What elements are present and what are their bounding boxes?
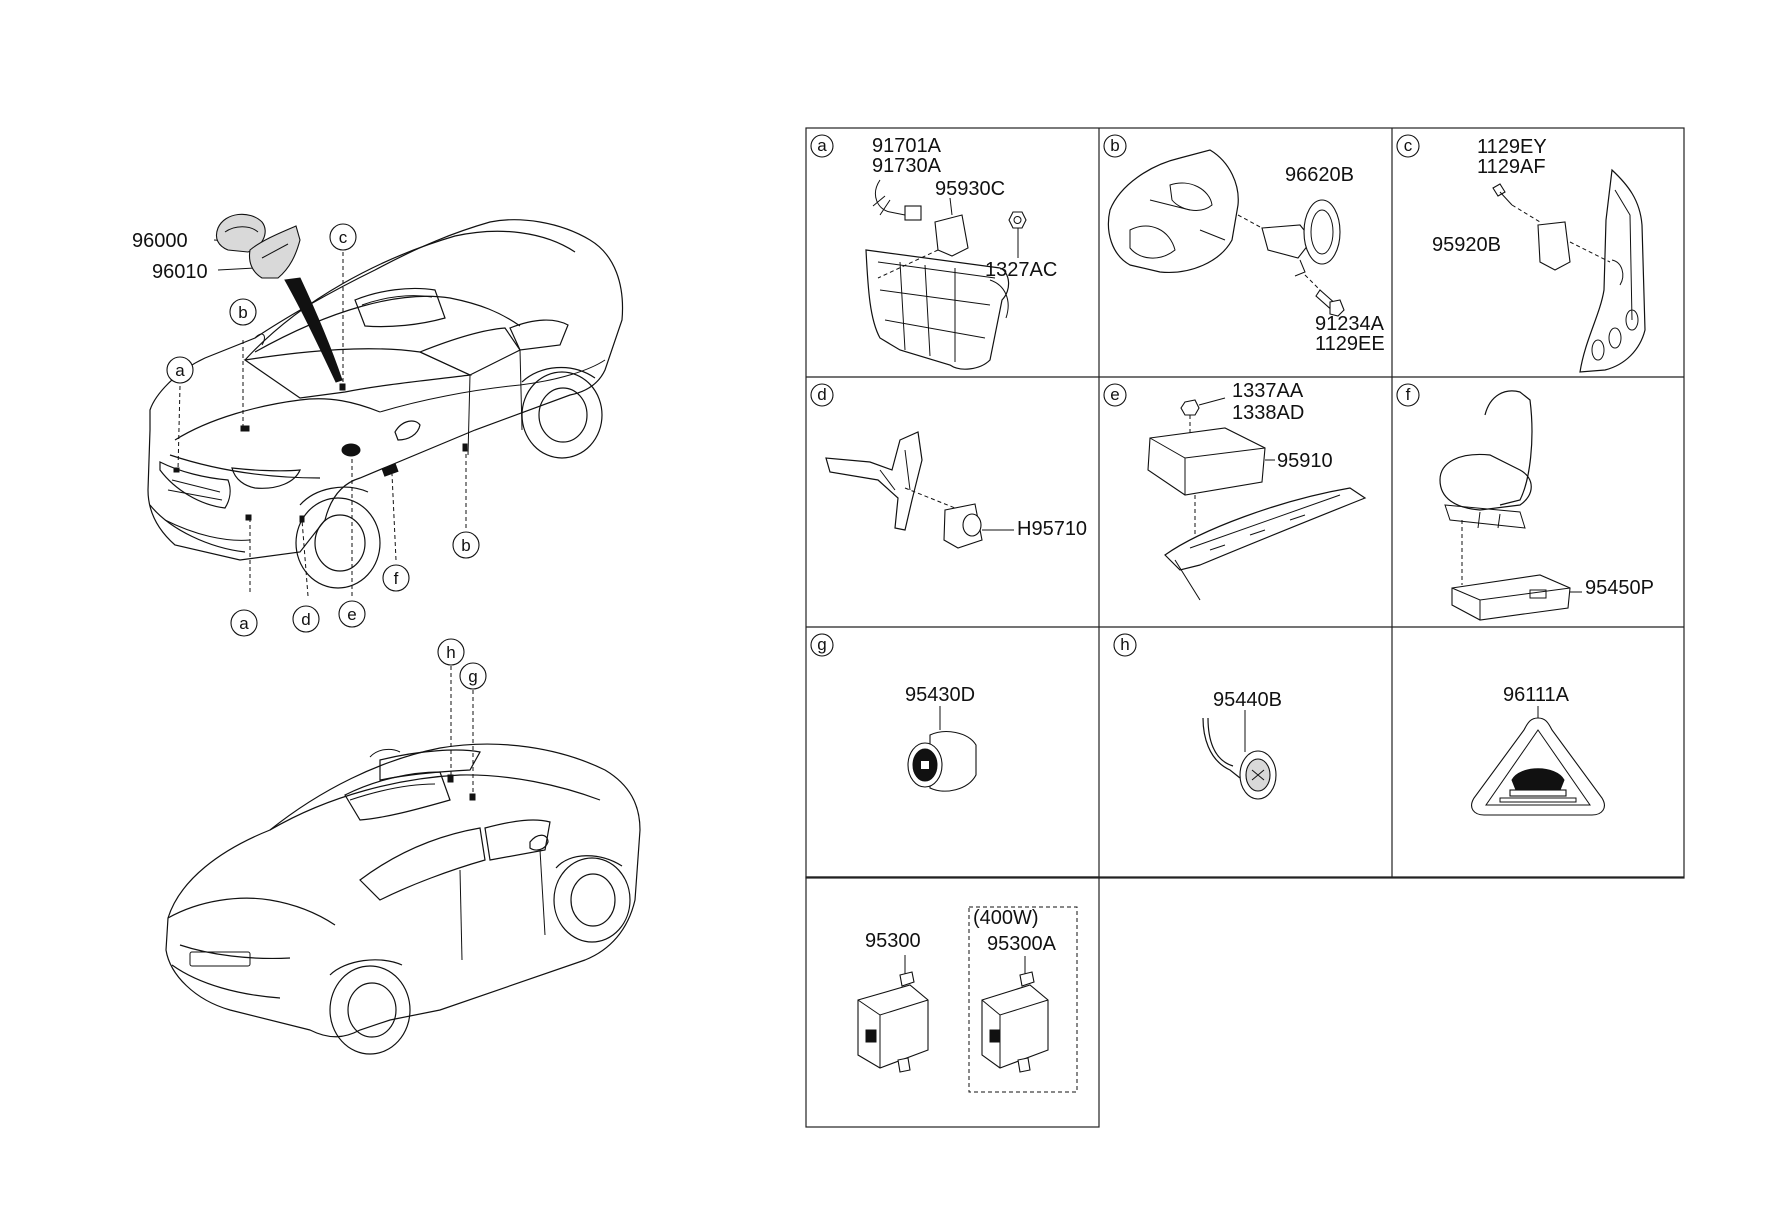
variant-400W: (400W): [973, 907, 1039, 929]
svg-text:a: a: [175, 361, 185, 380]
cell-e: e 1337AA 1338AD 95910: [1103, 380, 1367, 601]
svg-text:f: f: [394, 569, 399, 588]
rear-car-leaders: [450, 666, 474, 796]
part-H95710: H95710: [1017, 518, 1087, 540]
cell-i: 96111A: [1471, 684, 1605, 816]
part-1327AC: 1327AC: [985, 259, 1057, 281]
cell-f-letter: f: [1406, 385, 1411, 404]
cell-f: f 95450P: [1396, 383, 1654, 621]
part-95920B: 95920B: [1432, 234, 1501, 256]
cell-d: d H95710: [810, 383, 1087, 549]
part-1129EY: 1129EY: [1477, 136, 1547, 158]
svg-text:b: b: [238, 303, 247, 322]
part-91701A: 91701A: [872, 135, 942, 157]
cell-b-letter: b: [1110, 136, 1119, 155]
rear-car-illustration: [165, 743, 641, 1055]
callout-g: g: [459, 662, 487, 690]
label-96000: 96000: [132, 230, 188, 252]
cell-g: g 95430D: [810, 633, 977, 792]
svg-text:d: d: [301, 610, 310, 629]
callout-h: h: [437, 638, 465, 666]
cell-g-letter: g: [817, 635, 826, 654]
cell-e-letter: e: [1110, 385, 1119, 404]
svg-text:g: g: [468, 667, 477, 686]
label-96010: 96010: [152, 261, 208, 283]
cell-c-letter: c: [1404, 136, 1413, 155]
svg-text:e: e: [347, 605, 356, 624]
part-91234A: 91234A: [1315, 313, 1385, 335]
cell-h-letter: h: [1120, 635, 1129, 654]
svg-text:c: c: [339, 228, 348, 247]
part-95910: 95910: [1277, 450, 1333, 472]
svg-text:h: h: [446, 643, 455, 662]
cell-h: h 95440B: [1113, 633, 1282, 800]
callout-a-bottom: a: [230, 609, 258, 637]
cell-j: 95300 (400W) 95300A: [857, 906, 1078, 1093]
part-95300A: 95300A: [987, 933, 1057, 955]
cell-d-letter: d: [817, 385, 826, 404]
cell-a: a 91701A 91730A 95930C 1327AC: [810, 134, 1057, 370]
smart-key-illustration: [215, 213, 301, 279]
part-1338AD: 1338AD: [1232, 402, 1304, 424]
front-car-illustration: [147, 219, 624, 589]
callout-d: d: [292, 605, 320, 633]
callout-e: e: [338, 600, 366, 628]
cell-b: b 96620B 91234A 1129EE: [1103, 134, 1385, 355]
cell-a-letter: a: [817, 136, 827, 155]
cell-c: c 1129EY 1129AF 95920B: [1396, 134, 1646, 373]
front-car-leaders: [177, 239, 467, 597]
part-95930C: 95930C: [935, 178, 1005, 200]
part-95440B: 95440B: [1213, 689, 1282, 711]
callout-c-top: c: [329, 223, 357, 251]
part-95450P: 95450P: [1585, 577, 1654, 599]
part-1337AA: 1337AA: [1232, 380, 1304, 402]
callout-a-top: a: [166, 356, 194, 384]
part-96620B: 96620B: [1285, 164, 1354, 186]
rear-callouts: h g: [437, 638, 487, 690]
part-95300: 95300: [865, 930, 921, 952]
svg-text:b: b: [461, 536, 470, 555]
part-96111A: 96111A: [1503, 684, 1570, 706]
front-callouts: a b c a d e f b 96000 9601: [132, 223, 480, 637]
part-1129EE: 1129EE: [1315, 333, 1385, 355]
part-95430D: 95430D: [905, 684, 975, 706]
part-1129AF: 1129AF: [1477, 156, 1546, 178]
callout-b-right: b: [452, 531, 480, 559]
parts-grid: [805, 127, 1685, 1128]
callout-f: f: [382, 564, 410, 592]
callout-b-top: b: [229, 298, 257, 326]
svg-text:a: a: [239, 614, 249, 633]
part-91730A: 91730A: [872, 155, 942, 177]
